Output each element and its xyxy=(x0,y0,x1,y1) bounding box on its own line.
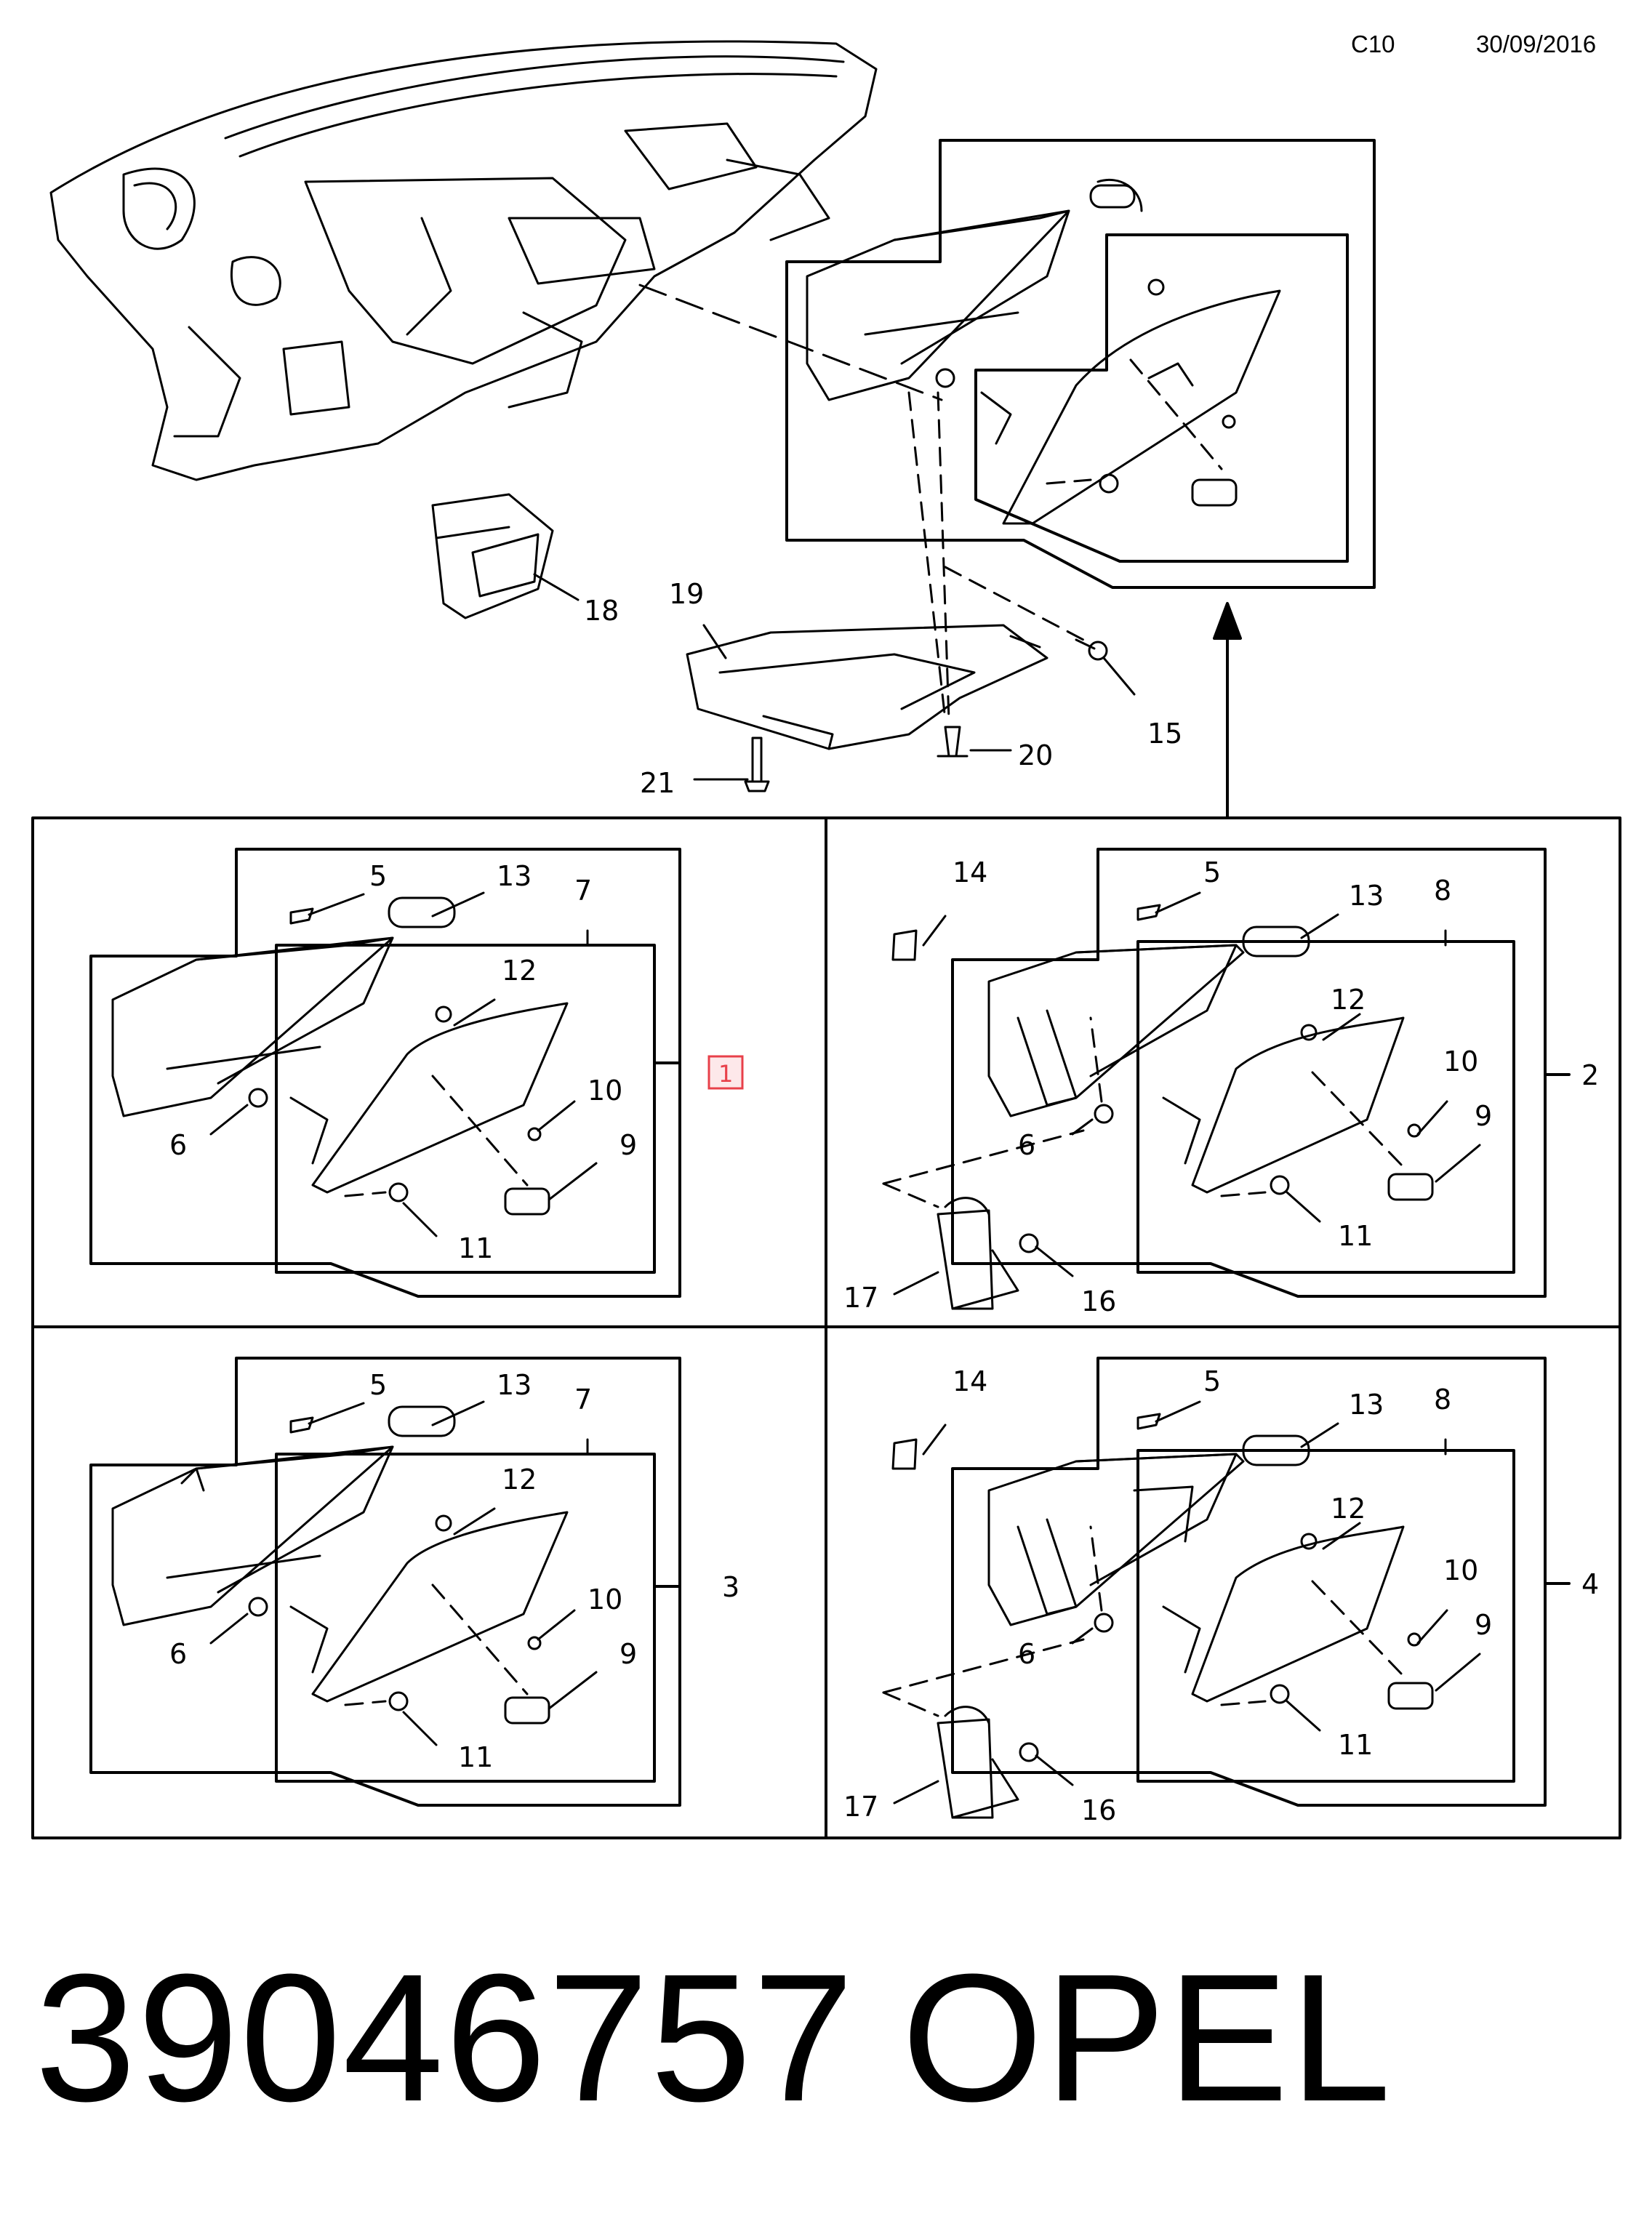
arrow-up xyxy=(1213,602,1242,819)
callout-14: 14 xyxy=(953,1365,987,1397)
part-20-clip xyxy=(937,726,969,758)
panel-4-callouts: 14 5 13 8 12 10 9 6 11 17 16 4 xyxy=(843,1365,1599,1826)
callout-5: 5 xyxy=(1203,1365,1221,1397)
variant-1-highlight-box xyxy=(707,1055,744,1090)
top-glove-box-drawing xyxy=(806,178,1281,525)
callout-11: 11 xyxy=(458,1741,493,1773)
callout-13: 13 xyxy=(497,860,532,892)
variant-label-1: 1 xyxy=(718,1060,733,1088)
callout-6: 6 xyxy=(1018,1129,1035,1161)
callout-9: 9 xyxy=(620,1638,637,1670)
callout-13: 13 xyxy=(1349,880,1384,912)
callout-9: 9 xyxy=(1475,1100,1492,1132)
dashboard-drawing xyxy=(49,40,878,481)
panel-2-callouts: 14 5 13 8 12 10 9 6 11 17 16 2 xyxy=(843,856,1599,1317)
callout-14: 14 xyxy=(953,856,987,888)
diagram-date: 30/09/2016 xyxy=(1476,31,1597,57)
part-15-screw xyxy=(1075,638,1108,661)
callout-16: 16 xyxy=(1081,1285,1116,1317)
panel-1-callouts: 5 13 7 12 10 9 6 11 1 xyxy=(169,860,733,1264)
callout-5: 5 xyxy=(369,860,387,892)
callout-6: 6 xyxy=(169,1129,187,1161)
callout-8: 8 xyxy=(1434,875,1451,907)
callout-12: 12 xyxy=(502,955,537,987)
callout-16: 16 xyxy=(1081,1794,1116,1826)
callout-6: 6 xyxy=(1018,1638,1035,1670)
panel-1-drawing xyxy=(89,848,681,1298)
callout-6: 6 xyxy=(169,1638,187,1670)
callout-7: 7 xyxy=(574,1384,592,1416)
callout-21: 21 xyxy=(640,767,675,799)
part-number: 39046757 xyxy=(35,1936,856,2139)
callout-10: 10 xyxy=(588,1583,622,1615)
part-19-drawing xyxy=(686,624,1048,750)
part-18-drawing xyxy=(431,493,554,619)
callout-5: 5 xyxy=(369,1369,387,1401)
callout-11: 11 xyxy=(458,1232,493,1264)
callout-17: 17 xyxy=(843,1282,878,1314)
part-21-bolt xyxy=(744,736,770,792)
variant-label-2: 2 xyxy=(1581,1059,1599,1091)
variant-label-3: 3 xyxy=(722,1571,739,1603)
panel-2-drawing xyxy=(882,848,1571,1310)
panel-3-callouts: 5 13 7 12 10 9 6 11 3 xyxy=(169,1369,739,1773)
callout-5: 5 xyxy=(1203,856,1221,888)
brand-name: OPEL xyxy=(902,1936,1392,2139)
callout-12: 12 xyxy=(1331,984,1366,1016)
panel-3-drawing xyxy=(89,1357,681,1807)
callout-10: 10 xyxy=(588,1075,622,1107)
callout-20: 20 xyxy=(1018,739,1053,771)
callout-13: 13 xyxy=(497,1369,532,1401)
callout-9: 9 xyxy=(620,1129,637,1161)
callout-11: 11 xyxy=(1338,1729,1373,1761)
top-detail-box xyxy=(785,139,1376,589)
diagram-code: C10 xyxy=(1351,31,1395,57)
panel-4-drawing xyxy=(882,1357,1571,1819)
top-callouts: 18 19 15 20 21 xyxy=(584,578,1182,799)
top-door-box xyxy=(974,233,1349,563)
callout-10: 10 xyxy=(1443,1045,1478,1077)
callout-7: 7 xyxy=(574,875,592,907)
callout-15: 15 xyxy=(1147,718,1182,750)
callout-18: 18 xyxy=(584,595,619,627)
callout-19: 19 xyxy=(669,578,704,610)
callout-13: 13 xyxy=(1349,1389,1384,1421)
callout-17: 17 xyxy=(843,1791,878,1823)
callout-8: 8 xyxy=(1434,1384,1451,1416)
callout-9: 9 xyxy=(1475,1609,1492,1641)
variant-label-4: 4 xyxy=(1581,1568,1599,1600)
callout-11: 11 xyxy=(1338,1220,1373,1252)
callout-12: 12 xyxy=(1331,1493,1366,1525)
callout-12: 12 xyxy=(502,1464,537,1496)
callout-10: 10 xyxy=(1443,1554,1478,1586)
